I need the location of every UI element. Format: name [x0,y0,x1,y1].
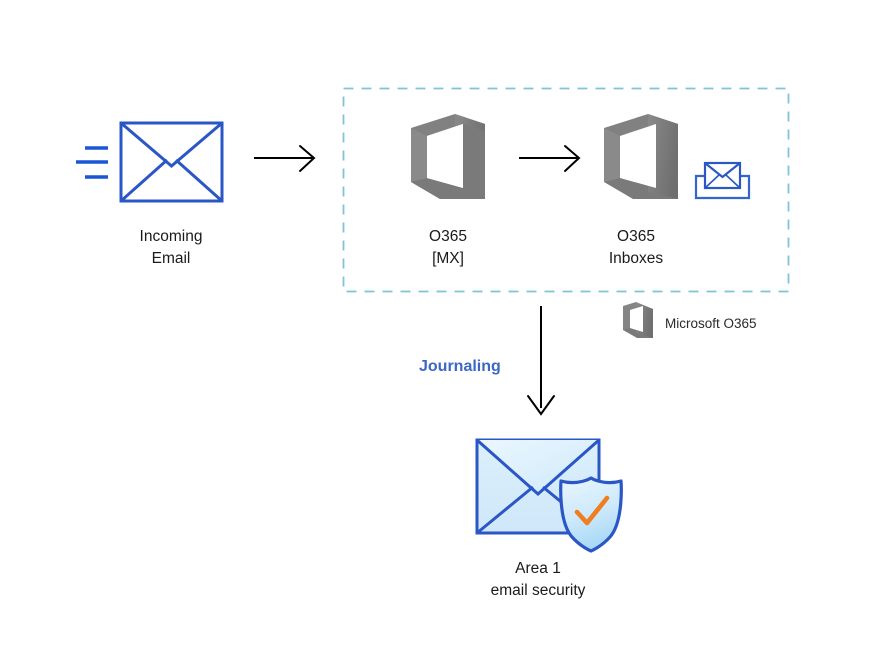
label-line-1: O365 [617,228,655,245]
arrow-right-icon [254,145,316,172]
label-line-2: [MX] [432,250,464,267]
envelope-icon [76,121,224,203]
node-label-o365-inboxes: O365 Inboxes [561,226,711,270]
node-label-area1-email-security: Area 1 email security [463,558,613,602]
label-line-2: Inboxes [608,250,664,267]
node-label-incoming-email: Incoming Email [96,226,246,270]
legend-label-microsoft-o365: Microsoft O365 [665,316,757,331]
label-line-1: O365 [429,228,467,245]
label-line-2: Email [151,250,191,267]
label-line-1: Area 1 [515,560,561,577]
label-line-1: Incoming [139,228,203,245]
office-365-icon [623,302,653,338]
edge-label-journaling: Journaling [419,358,501,375]
envelope-shield-icon [475,438,623,553]
o365-boundary-box [342,87,790,293]
office-365-icon [411,114,485,199]
arrow-down-icon [527,306,555,416]
node-label-o365-mx: O365 [MX] [373,226,523,270]
motion-lines-icon [76,146,108,179]
arrow-right-icon [519,145,581,172]
label-line-2: email security [490,582,586,599]
office-365-icon [604,114,678,199]
inbox-tray-icon [694,161,751,200]
